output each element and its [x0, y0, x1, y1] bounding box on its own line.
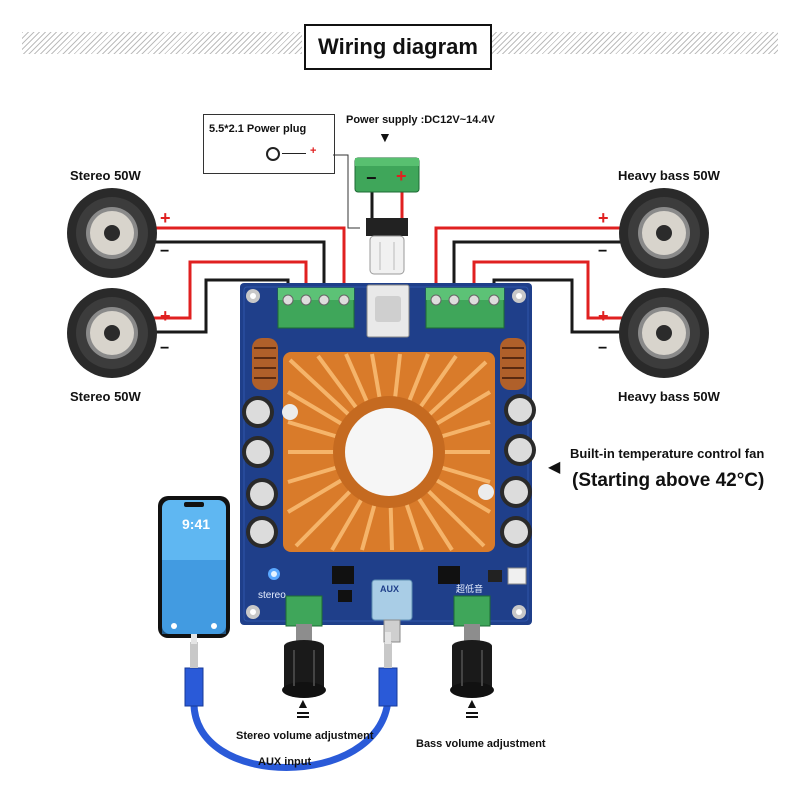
board-silk-stereo: stereo: [258, 590, 286, 601]
heatsink: [283, 352, 495, 552]
capacitors-right: [500, 394, 536, 548]
dc-jack-plus: +: [310, 145, 317, 157]
power-terminal-minus: −: [366, 168, 377, 188]
power-down-arrow-icon: ▼: [378, 129, 392, 145]
capacitors-left: [242, 396, 278, 548]
polarity-plus-left-bottom: +: [160, 306, 171, 326]
stereo-volume-knob: [282, 624, 326, 698]
stereo-knob-arrow-dash-2: [297, 716, 309, 718]
fan-note-line2: (Starting above 42°C): [572, 470, 765, 491]
speaker-label-top-left: Stereo 50W: [70, 168, 141, 183]
dc-barrel-plug: [366, 218, 408, 275]
speaker-label-top-right: Heavy bass 50W: [618, 168, 720, 183]
diagram-title: Wiring diagram: [304, 24, 492, 70]
speaker-bottom-right: [619, 288, 709, 378]
wire-right-top-red: [434, 226, 625, 295]
polarity-minus-right-bottom: −: [598, 340, 608, 357]
power-plug-label: 5.5*2.1 Power plug: [209, 123, 307, 135]
dc-jack-symbol-icon: [266, 147, 280, 161]
bass-knob-up-arrow-icon: ▲: [465, 695, 479, 711]
speaker-bottom-left: [67, 288, 157, 378]
polarity-minus-left-bottom: −: [160, 340, 170, 357]
stereo-knob-arrow-dash: [297, 712, 309, 714]
polarity-plus-left-top: +: [160, 208, 171, 228]
amplifier-board: [240, 283, 536, 643]
aux-input-label: AUX input: [258, 756, 312, 768]
speaker-label-bottom-right: Heavy bass 50W: [618, 389, 720, 404]
bass-knob-arrow-dash: [466, 712, 478, 714]
bass-volume-label: Bass volume adjustment: [416, 738, 546, 750]
wire-left-top-black: [150, 240, 326, 295]
wire-right-bottom-red: [472, 260, 625, 320]
wire-right-top-black: [452, 240, 625, 295]
polarity-plus-right-bottom: +: [598, 306, 609, 326]
wire-plug-line: [333, 154, 360, 229]
header-hatch-left: [22, 32, 302, 54]
stereo-volume-label: Stereo volume adjustment: [236, 730, 374, 742]
wires: [150, 154, 625, 576]
header-hatch-right: [490, 32, 778, 54]
speaker-label-bottom-left: Stereo 50W: [70, 389, 141, 404]
polarity-plus-right-top: +: [598, 208, 609, 228]
speaker-top-left: [67, 188, 157, 278]
aux-cable: [184, 632, 398, 771]
fan-pointer-arrow-icon: ◀: [548, 459, 561, 476]
board-silk-aux: AUX: [380, 584, 400, 594]
power-terminal: [354, 157, 420, 193]
polarity-minus-right-top: −: [598, 243, 608, 260]
fan-note-line1: Built-in temperature control fan: [570, 446, 765, 461]
power-terminal-plus: +: [396, 166, 407, 186]
speaker-top-right: [619, 188, 709, 278]
dc-jack-dash: [282, 153, 306, 154]
power-supply-label: Power supply :DC12V~14.4V: [346, 114, 495, 126]
power-plug-box: 5.5*2.1 Power plug +: [203, 114, 335, 174]
stereo-knob-up-arrow-icon: ▲: [296, 695, 310, 711]
phone-time: 9:41: [182, 516, 211, 532]
board-silk-bass: 超低音: [456, 584, 484, 594]
smartphone: [158, 496, 230, 638]
polarity-minus-left-top: −: [160, 243, 170, 260]
bass-knob-arrow-dash-2: [466, 716, 478, 718]
bass-volume-knob: [450, 624, 494, 698]
wire-left-bottom-red: [150, 260, 308, 320]
wire-left-top-red: [150, 226, 346, 295]
